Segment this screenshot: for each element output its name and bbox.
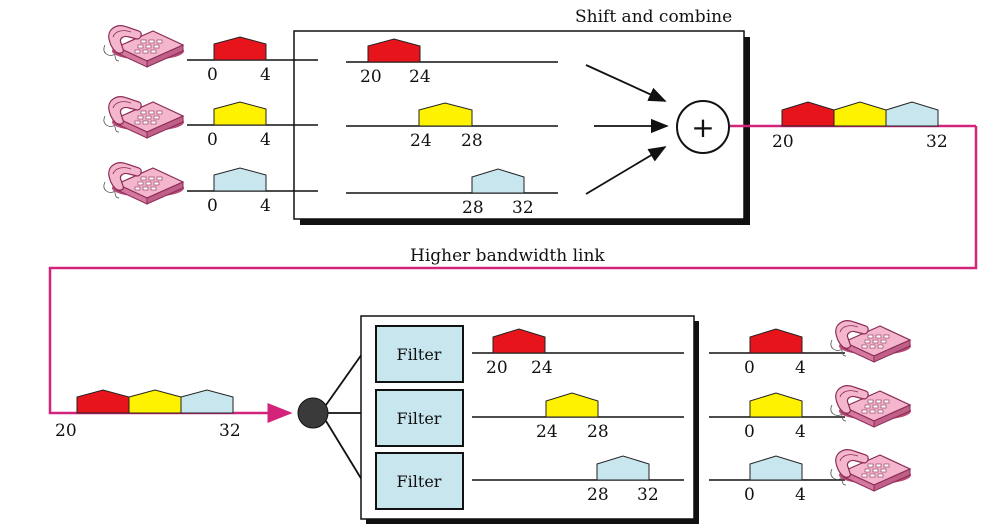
output-spectrum-2 — [749, 392, 803, 418]
source-2-low-label: 0 — [207, 130, 218, 150]
destination-telephone-3-icon — [830, 449, 912, 492]
higher-bandwidth-link-caption: Higher bandwidth link — [410, 246, 605, 266]
splitter-node — [297, 397, 329, 429]
filtered-spectrum-3 — [596, 455, 650, 481]
filtered-1-low-label: 20 — [486, 358, 508, 378]
source-spectrum-2 — [213, 101, 267, 126]
shifted-3-high-label: 32 — [512, 198, 534, 218]
source-1-high-label: 4 — [260, 65, 271, 85]
received-high-label: 32 — [219, 421, 241, 441]
source-telephone-3-icon — [103, 162, 185, 205]
source-telephone-1-icon — [103, 25, 185, 68]
shifted-1-high-label: 24 — [409, 67, 431, 87]
filtered-spectrum-1 — [492, 328, 546, 354]
received-spectrum-1 — [76, 389, 130, 414]
shifted-2-high-label: 28 — [461, 131, 483, 151]
filter-box-2 — [375, 389, 464, 447]
combined-signal: 20 32 — [730, 101, 976, 152]
splitter-branch-3 — [325, 420, 363, 481]
shifted-spectrum-2 — [418, 102, 473, 127]
received-low-label: 20 — [55, 421, 77, 441]
splitter-branch-1 — [325, 353, 363, 406]
output-2-high-label: 4 — [795, 422, 806, 442]
output-spectrum-1 — [749, 328, 803, 354]
shifted-3-low-label: 28 — [462, 198, 484, 218]
filter-box-3 — [375, 452, 464, 510]
filter-label-1: Filter — [397, 345, 442, 364]
filter-box-1 — [375, 325, 464, 383]
output-1-high-label: 4 — [795, 358, 806, 378]
filtered-spectrum-2 — [545, 392, 599, 418]
output-3-high-label: 4 — [795, 485, 806, 505]
adder-circle — [676, 100, 730, 154]
source-2-high-label: 4 — [260, 130, 271, 150]
received-spectrum-2 — [128, 389, 182, 414]
combined-low-label: 20 — [772, 132, 794, 152]
source-telephone-2-icon — [103, 96, 185, 139]
source-3-low-label: 0 — [207, 196, 218, 216]
received-spectrum-3 — [180, 389, 234, 414]
multiplexer-section: 0 4 0 4 0 4 20 24 24 28 28 32 + — [103, 25, 750, 225]
output-1-low-label: 0 — [744, 358, 755, 378]
source-spectrum-3 — [213, 167, 267, 192]
output-spectrum-3 — [749, 455, 803, 481]
combine-arrow-3 — [585, 146, 667, 195]
output-2-low-label: 0 — [744, 422, 755, 442]
combine-arrow-1 — [585, 64, 667, 102]
shifted-spectrum-1 — [367, 38, 421, 63]
filter-label-3: Filter — [397, 472, 442, 491]
shifted-1-low-label: 20 — [360, 67, 382, 87]
filtered-2-high-label: 28 — [587, 422, 609, 442]
destination-telephone-2-icon — [830, 385, 912, 428]
combined-spectrum-2 — [833, 101, 887, 127]
source-3-high-label: 4 — [260, 196, 271, 216]
filtered-1-high-label: 24 — [531, 358, 553, 378]
combined-spectrum-3 — [885, 101, 939, 127]
shift-and-combine-caption: Shift and combine — [575, 7, 732, 27]
source-1-low-label: 0 — [207, 65, 218, 85]
shifted-2-low-label: 24 — [410, 131, 432, 151]
shifted-spectrum-3 — [471, 168, 525, 194]
combined-high-label: 32 — [926, 132, 948, 152]
destination-telephone-1-icon — [830, 320, 912, 363]
filtered-3-high-label: 32 — [637, 485, 659, 505]
output-3-low-label: 0 — [744, 485, 755, 505]
adder-symbol: + — [691, 111, 714, 144]
source-spectrum-1 — [213, 36, 267, 61]
received-signal: 20 32 — [55, 389, 241, 441]
output-section: 0 4 0 4 0 4 — [709, 320, 912, 505]
demultiplexer-section: Filter Filter Filter 20 24 24 28 28 32 — [360, 315, 699, 524]
combined-spectrum-1 — [781, 101, 835, 127]
filtered-2-low-label: 24 — [536, 422, 558, 442]
filter-label-2: Filter — [397, 409, 442, 428]
filtered-3-low-label: 28 — [587, 485, 609, 505]
